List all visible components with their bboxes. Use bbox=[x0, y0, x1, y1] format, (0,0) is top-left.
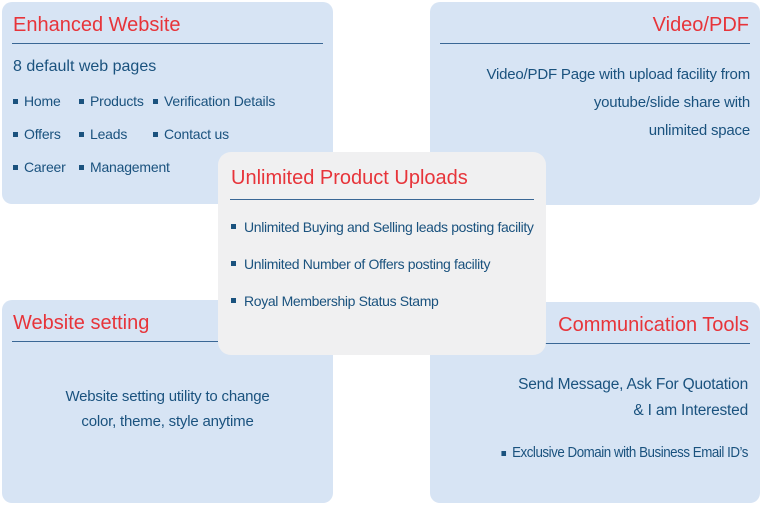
title-underline bbox=[440, 343, 750, 344]
title-underline bbox=[230, 199, 534, 200]
description-line: Video/PDF Page with upload facility from bbox=[486, 66, 750, 83]
panel-title-website-setting: Website setting bbox=[13, 312, 150, 334]
bullet-square-icon bbox=[231, 261, 236, 266]
bullet-square-icon bbox=[153, 99, 158, 104]
feature-label: Royal Membership Status Stamp bbox=[244, 293, 439, 309]
page-label: Career bbox=[24, 159, 66, 175]
bullet-square-icon bbox=[231, 224, 236, 229]
bullet-square-icon bbox=[501, 450, 506, 456]
list-item: Royal Membership Status Stamp bbox=[231, 292, 534, 310]
default-pages-subtitle: 8 default web pages bbox=[13, 58, 157, 75]
feature-label: Exclusive Domain with Business Email ID’… bbox=[512, 445, 748, 461]
description-line: color, theme, style anytime bbox=[81, 413, 254, 430]
list-item: Exclusive Domain with Business Email ID’… bbox=[461, 445, 748, 461]
title-underline bbox=[12, 341, 323, 342]
list-item: Career bbox=[13, 159, 79, 176]
bullet-square-icon bbox=[79, 132, 84, 137]
video-pdf-description: Video/PDF Page with upload facility from… bbox=[440, 61, 750, 145]
bullet-square-icon bbox=[79, 99, 84, 104]
communication-tools-description: Send Message, Ask For Quotation & I am I… bbox=[440, 372, 748, 424]
list-item: Contact us bbox=[153, 126, 325, 143]
panel-title-video-pdf: Video/PDF bbox=[652, 14, 749, 36]
page-label: Management bbox=[90, 159, 170, 175]
feature-label: Unlimited Buying and Selling leads posti… bbox=[244, 219, 534, 235]
panel-unlimited-product-uploads: Unlimited Product Uploads Unlimited Buyi… bbox=[218, 152, 546, 355]
list-item: Unlimited Buying and Selling leads posti… bbox=[231, 218, 534, 236]
description-line: unlimited space bbox=[648, 122, 750, 139]
description-line: youtube/slide share with bbox=[593, 94, 750, 111]
list-item: Products bbox=[79, 93, 153, 110]
page-label: Contact us bbox=[164, 126, 229, 142]
panel-title-enhanced-website: Enhanced Website bbox=[13, 14, 181, 36]
list-item: Offers bbox=[13, 126, 79, 143]
page-label: Verification Details bbox=[164, 93, 276, 109]
bullet-square-icon bbox=[13, 132, 18, 137]
panel-enhanced-website: Enhanced Website 8 default web pages Hom… bbox=[2, 2, 333, 204]
page-label: Offers bbox=[24, 126, 61, 142]
bullet-square-icon bbox=[13, 99, 18, 104]
page-label: Products bbox=[90, 93, 144, 109]
website-setting-description: Website setting utility to change color,… bbox=[16, 384, 319, 434]
title-underline bbox=[440, 43, 750, 44]
bullet-square-icon bbox=[153, 132, 158, 137]
list-item: Unlimited Number of Offers posting facil… bbox=[231, 255, 534, 273]
feature-label: Unlimited Number of Offers posting facil… bbox=[244, 256, 491, 272]
list-item: Leads bbox=[79, 126, 153, 143]
list-item: Verification Details bbox=[153, 93, 325, 110]
product-uploads-list: Unlimited Buying and Selling leads posti… bbox=[231, 218, 534, 310]
bullet-square-icon bbox=[13, 165, 18, 170]
description-line: Send Message, Ask For Quotation bbox=[518, 376, 748, 393]
bullet-square-icon bbox=[231, 298, 236, 303]
bullet-square-icon bbox=[79, 165, 84, 170]
list-item: Management bbox=[79, 159, 170, 176]
description-line: Website setting utility to change bbox=[65, 388, 270, 405]
panel-title-communication-tools: Communication Tools bbox=[558, 314, 749, 336]
title-underline bbox=[12, 43, 323, 44]
list-item: Home bbox=[13, 93, 79, 110]
description-line: & I am Interested bbox=[633, 402, 748, 419]
page-label: Home bbox=[24, 93, 61, 109]
default-pages-list: Home Products Verification Details Offer… bbox=[13, 93, 325, 176]
panel-title-unlimited-product-uploads: Unlimited Product Uploads bbox=[231, 167, 468, 189]
page-label: Leads bbox=[90, 126, 128, 142]
